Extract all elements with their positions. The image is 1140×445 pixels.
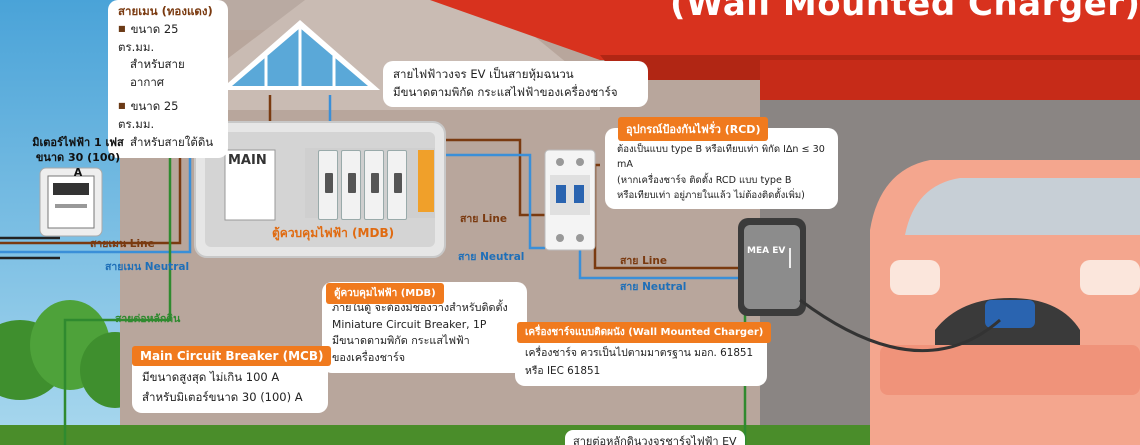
charger-tag: เครื่องชาร์จแบบติดผนัง (Wall Mounted Cha… xyxy=(517,322,772,343)
mcb-tag: Main Circuit Breaker (MCB) xyxy=(132,346,332,366)
mcb-line-1: มีขนาดสูงสุด ไม่เกิน 100 A xyxy=(142,370,280,384)
meter-label: มิเตอร์ไฟฟ้า 1 เฟส ขนาด 30 (100) A xyxy=(30,136,126,181)
page-title: (Wall Mounted Charger) xyxy=(670,0,1140,24)
line-label-2: สาย Line xyxy=(620,255,667,267)
ev-cable-line-2: มีขนาดตามพิกัด กระแสไฟฟ้าของเครื่องชาร์จ xyxy=(393,84,618,99)
tree-icon xyxy=(0,300,150,408)
breaker-3 xyxy=(364,150,384,220)
ev-cable-callout: สายไฟฟ้าวงจร EV เป็นสายหุ้มฉนวน มีขนาดตา… xyxy=(383,61,648,107)
wall-charger xyxy=(738,218,806,316)
main-breaker-label: MAIN xyxy=(228,153,267,168)
mdb-line-1: ภายในตู้ จะต้องมีช่องว่างสำหรับติดตั้ง xyxy=(332,301,508,314)
rcd-line-1: ต้องเป็นแบบ type B หรือเทียบเท่า พิกัด I… xyxy=(617,144,825,171)
main-neutral-label: สายเมน Neutral xyxy=(105,261,190,273)
main-cable-heading: สายเมน (ทองแดง) xyxy=(118,4,213,18)
line-label-1: สาย Line xyxy=(460,213,507,225)
main-cable-item-2-size: ขนาด 25 ตร.มม. xyxy=(118,98,218,134)
mdb-tag: ตู้ควบคุมไฟฟ้า (MDB) xyxy=(326,283,444,304)
mdb-line-3: มีขนาดตามพิกัด กระแสไฟฟ้า xyxy=(332,334,470,348)
charger-line-2: หรือ IEC 61851 xyxy=(525,365,601,378)
mdb-panel-label: ตู้ควบคุมไฟฟ้า (MDB) xyxy=(272,226,395,240)
ev-ground-text: สายต่อหลักดินวงจรชาร์จไฟฟ้า EV xyxy=(573,435,737,445)
ev-car xyxy=(870,160,1140,445)
rcd-spec: I∆n ≤ 30 mA xyxy=(617,144,825,171)
main-cable-callout: สายเมน (ทองแดง) ขนาด 25 ตร.มม. สำหรับสาย… xyxy=(108,0,228,158)
main-cable-item-1-size: ขนาด 25 ตร.มม. xyxy=(118,21,218,57)
mcb-line-2: สำหรับมิเตอร์ขนาด 30 (100) A xyxy=(142,389,303,404)
ground-wire-label: สายต่อหลักดิน xyxy=(115,313,181,325)
electric-meter xyxy=(39,167,103,237)
rcd-callout: ต้องเป็นแบบ type B หรือเทียบเท่า พิกัด I… xyxy=(605,128,838,210)
neutral-label-2: สาย Neutral xyxy=(620,281,687,293)
attic-window xyxy=(220,20,380,90)
main-cable-item-2-use: สำหรับสายใต้ดิน xyxy=(130,134,214,149)
mdb-line-4: ของเครื่องชาร์จ xyxy=(332,351,406,365)
main-cable-item-1-use: สำหรับสายอากาศ xyxy=(130,57,185,90)
rcd-device xyxy=(544,149,596,251)
rcd-line-3: หรือเทียบเท่า อยู่ภายในแล้ว ไม่ต้องติดตั… xyxy=(617,190,805,202)
breaker-2 xyxy=(341,150,361,220)
meter-label-line-2: ขนาด 30 (100) A xyxy=(35,150,121,179)
breaker-4 xyxy=(387,150,407,220)
neutral-label-1: สาย Neutral xyxy=(458,251,525,263)
charger-brand-logo: MEA EV xyxy=(747,246,786,256)
ev-ground-callout: สายต่อหลักดินวงจรชาร์จไฟฟ้า EV xyxy=(565,430,745,445)
charger-line-1: เครื่องชาร์จ ควรเป็นไปตามมาตรฐาน มอก. 61… xyxy=(525,347,754,359)
mdb-line-2: Miniature Circuit Breaker, 1P xyxy=(332,317,487,331)
meter-label-line-1: มิเตอร์ไฟฟ้า 1 เฟส xyxy=(32,136,124,149)
rcd-line-2: (หากเครื่องชาร์จ ติดตั้ง RCD แบบ type B xyxy=(617,174,792,186)
ev-cable-line-1: สายไฟฟ้าวงจร EV เป็นสายหุ้มฉนวน xyxy=(393,67,574,81)
rcd-tag: อุปกรณ์ป้องกันไฟรั่ว (RCD) xyxy=(618,117,769,141)
breaker-1 xyxy=(318,150,338,220)
main-line-label: สายเมน Line xyxy=(90,238,155,250)
